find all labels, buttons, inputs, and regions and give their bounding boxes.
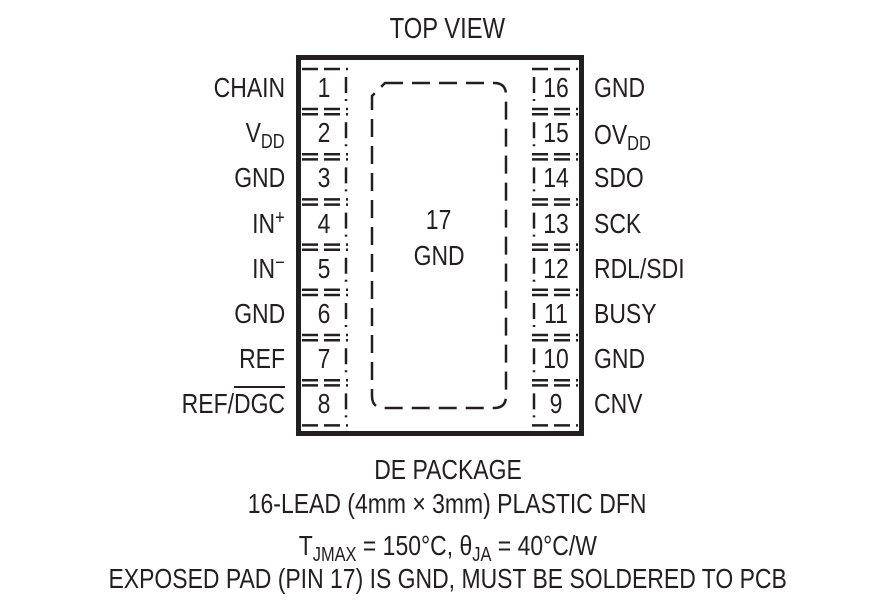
pin-label-8: REF/DGC — [182, 389, 285, 419]
pin-number-14: 14 — [543, 162, 569, 194]
pin-label-4: IN+ — [252, 206, 285, 239]
pin-number-5: 5 — [317, 252, 331, 284]
exposed-pad-number: 17 — [426, 204, 452, 235]
pin-label-16: GND — [594, 73, 645, 103]
pin-label-15: OVDD — [594, 120, 651, 159]
pin-name: BUSY — [594, 298, 657, 329]
pin-label-3: GND — [234, 163, 285, 193]
pin-number-4: 4 — [317, 207, 331, 239]
exposed-pad-name: GND — [413, 240, 465, 271]
pin-name: V — [245, 117, 262, 149]
pin-name: RDL/SDI — [594, 252, 685, 284]
pin-name: GND — [594, 72, 646, 103]
pin-name: GND — [233, 298, 285, 329]
pin-number-16: 16 — [543, 72, 569, 103]
pin-number-3: 3 — [317, 162, 331, 194]
pin-label-11: BUSY — [594, 299, 657, 329]
view-title: TOP VIEW — [389, 13, 506, 45]
pin-label-1: CHAIN — [214, 73, 285, 103]
pin-number-10: 10 — [543, 343, 569, 375]
pin-number-9: 9 — [549, 388, 563, 420]
pin-number-6: 6 — [317, 298, 331, 329]
pin-name: SDO — [594, 162, 644, 194]
pin-label-6: GND — [234, 299, 285, 329]
pin-label-7: REF — [239, 344, 285, 374]
pin-number-11: 11 — [544, 298, 568, 329]
caption-note: EXPOSED PAD (PIN 17) IS GND, MUST BE SOL… — [108, 563, 787, 594]
pin-label-5: IN− — [252, 251, 285, 284]
pin-label-12: RDL/SDI — [594, 252, 685, 284]
pin-name-subscript: DD — [627, 133, 651, 156]
pin-name: GND — [233, 162, 285, 194]
pin-name: IN — [252, 252, 276, 284]
pin-label-14: SDO — [594, 163, 644, 193]
pin-number-1: 1 — [317, 72, 331, 103]
caption-thermal: TJMAX = 150°C, θJA = 40°C/W — [298, 530, 597, 567]
pin-name-overline: DGC — [233, 388, 285, 420]
pin-name: CNV — [594, 388, 643, 420]
pin-label-13: SCK — [594, 207, 642, 239]
caption-package: DE PACKAGE — [373, 454, 522, 485]
exposed-pad-outline — [370, 81, 508, 410]
caption-lead: 16-LEAD (4mm × 3mm) PLASTIC DFN — [248, 488, 647, 519]
pin-name: IN — [252, 207, 276, 239]
pin-label-9: CNV — [594, 389, 642, 419]
pin-label-2: VDD — [246, 118, 285, 157]
pin-name-superscript: − — [275, 251, 285, 274]
pin-number-13: 13 — [543, 207, 569, 239]
pin-name-subscript: DD — [261, 131, 285, 154]
pin-name: REF — [239, 343, 285, 375]
pin-name-superscript: + — [275, 206, 285, 229]
pin-number-2: 2 — [317, 117, 331, 149]
pin-label-10: GND — [594, 344, 645, 374]
pin-name: REF/ — [181, 388, 234, 420]
pin-number-7: 7 — [317, 343, 331, 375]
pin-name: CHAIN — [213, 72, 285, 103]
pin-name: SCK — [594, 207, 642, 239]
pin-number-12: 12 — [543, 252, 569, 284]
pin-name: OV — [594, 119, 628, 151]
pin-number-15: 15 — [543, 117, 569, 149]
pin-name: GND — [594, 343, 646, 375]
pin-number-8: 8 — [317, 388, 331, 420]
